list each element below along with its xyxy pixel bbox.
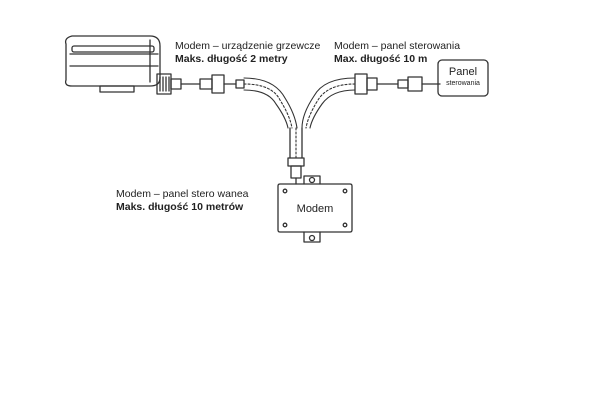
connector-panel-side — [354, 73, 441, 95]
modem-box-title: Modem — [296, 203, 334, 215]
cable-right-arm — [305, 83, 356, 129]
connector-modem-side — [287, 157, 305, 185]
heater-unit — [64, 35, 161, 93]
cable-left-arm — [243, 83, 293, 129]
label-panel-modem: Modem – panel sterowania Max. długość 10… — [334, 40, 460, 66]
label-heater-modem-line1: Modem – urządzenie grzewcze — [175, 40, 321, 52]
panel-box-subtitle: sterowania — [446, 80, 480, 87]
panel-box-title: Panel — [448, 66, 478, 78]
modem-box-text: Modem — [278, 203, 352, 216]
connector-heater-side — [156, 73, 245, 95]
label-panel-modem-line1: Modem – panel sterowania — [334, 40, 461, 52]
label-modem-panel-lower-line1: Modem – panel stero wanea — [116, 188, 249, 200]
label-heater-modem: Modem – urządzenie grzewcze Maks. długoś… — [175, 40, 320, 66]
panel-box-text: Panel sterowania — [438, 66, 488, 89]
modem-box — [277, 175, 353, 243]
label-heater-modem-line2: Maks. długość 2 metry — [175, 53, 288, 65]
label-panel-modem-line2: Max. długość 10 m — [334, 53, 428, 65]
panel-box — [437, 59, 489, 97]
label-modem-panel-lower: Modem – panel stero wanea Maks. długość … — [116, 188, 249, 214]
label-modem-panel-lower-line2: Maks. długość 10 metrów — [116, 201, 244, 213]
